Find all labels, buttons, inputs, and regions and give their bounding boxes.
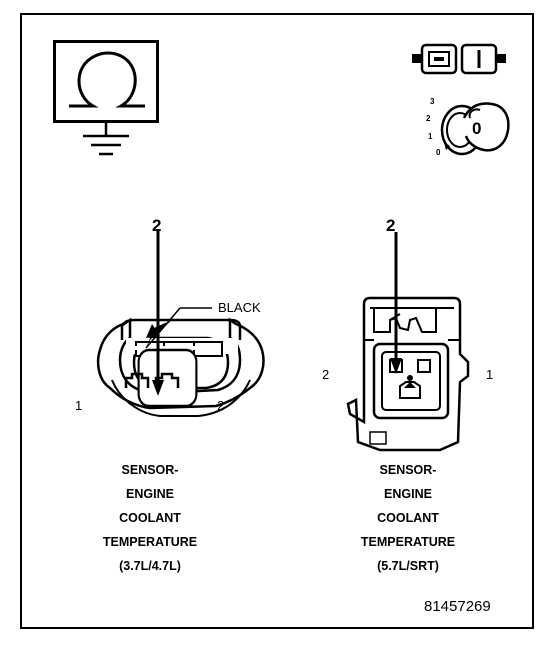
ignition-position-label: 0 <box>436 148 441 157</box>
caption-line: ENGINE <box>126 487 174 501</box>
right-connector-caption: SENSOR- ENGINE COOLANT TEMPERATURE (5.7L… <box>308 458 508 578</box>
figure-id: 81457269 <box>424 598 491 615</box>
caption-line: SENSOR- <box>379 463 437 477</box>
caption-line: (3.7L/4.7L) <box>119 559 181 573</box>
caption-line: COOLANT <box>119 511 181 525</box>
right-pin-label-right: 1 <box>486 367 494 382</box>
left-connector-drawing <box>96 230 265 417</box>
ignition-key-icon <box>440 102 510 156</box>
left-connector-caption: SENSOR- ENGINE COOLANT TEMPERATURE (3.7L… <box>50 458 250 578</box>
ignition-key-label: 0 <box>472 119 482 138</box>
left-pin-label-right: 2 <box>217 398 225 413</box>
caption-line: COOLANT <box>377 511 439 525</box>
left-pointer-pin-number: 2 <box>152 216 162 235</box>
right-pointer-pin-number: 2 <box>386 216 396 235</box>
ohmmeter-icon <box>53 40 159 156</box>
connector-disconnect-icon <box>412 43 506 75</box>
ignition-position-label: 3 <box>430 97 435 106</box>
caption-line: ENGINE <box>384 487 432 501</box>
ignition-position-label: 1 <box>428 132 433 141</box>
right-pin-label-left: 2 <box>322 367 330 382</box>
right-connector-drawing <box>346 232 470 452</box>
caption-line: SENSOR- <box>121 463 179 477</box>
diagram-frame <box>20 13 534 629</box>
caption-line: TEMPERATURE <box>360 535 456 549</box>
left-color-callout: BLACK <box>218 300 261 315</box>
ignition-position-label: 2 <box>426 114 431 123</box>
left-pin-label-left: 1 <box>75 398 83 413</box>
caption-line: (5.7L/SRT) <box>377 559 439 573</box>
caption-line: TEMPERATURE <box>102 535 198 549</box>
